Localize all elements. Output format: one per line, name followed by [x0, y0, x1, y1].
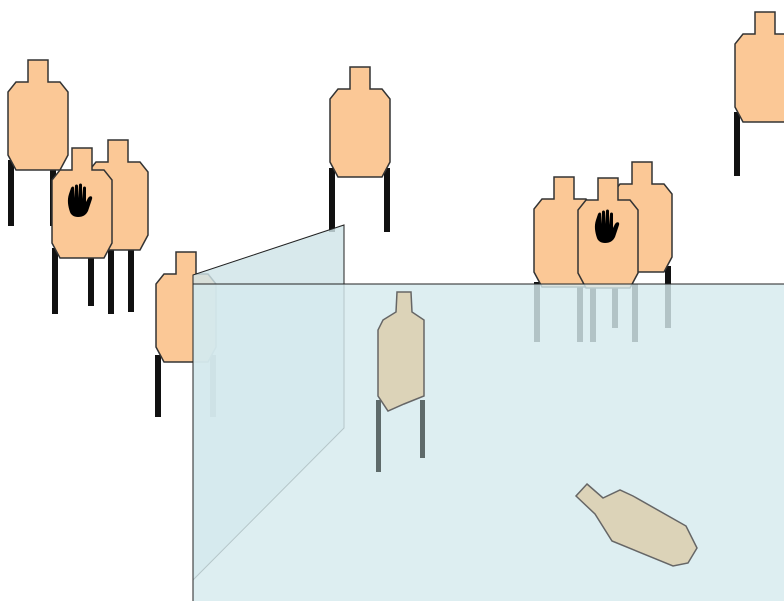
- target-leg: [108, 240, 114, 314]
- target-top-right: [734, 11, 784, 176]
- target-left-rear: [87, 139, 149, 314]
- target-leg: [88, 240, 94, 306]
- target-leg: [8, 160, 14, 226]
- no-shoot-left: [51, 147, 113, 314]
- target-behind-wall-standing: [376, 291, 425, 472]
- target-silhouette: [329, 66, 391, 178]
- target-leg: [734, 112, 740, 176]
- fallen-target-silhouette: [574, 482, 698, 567]
- target-leg: [384, 168, 390, 232]
- target-leg: [128, 240, 134, 312]
- target-leg: [376, 400, 381, 472]
- target-behind-wall-fallen: [574, 482, 698, 567]
- target-center-top: [329, 66, 391, 232]
- target-leg: [52, 248, 58, 314]
- target-leg: [329, 168, 335, 232]
- target-silhouette: [734, 11, 784, 123]
- target-leg: [420, 400, 425, 458]
- target-leg: [155, 355, 161, 417]
- target-silhouette: [7, 59, 69, 171]
- target-silhouette: [377, 291, 425, 412]
- wall-front-large: [192, 283, 784, 601]
